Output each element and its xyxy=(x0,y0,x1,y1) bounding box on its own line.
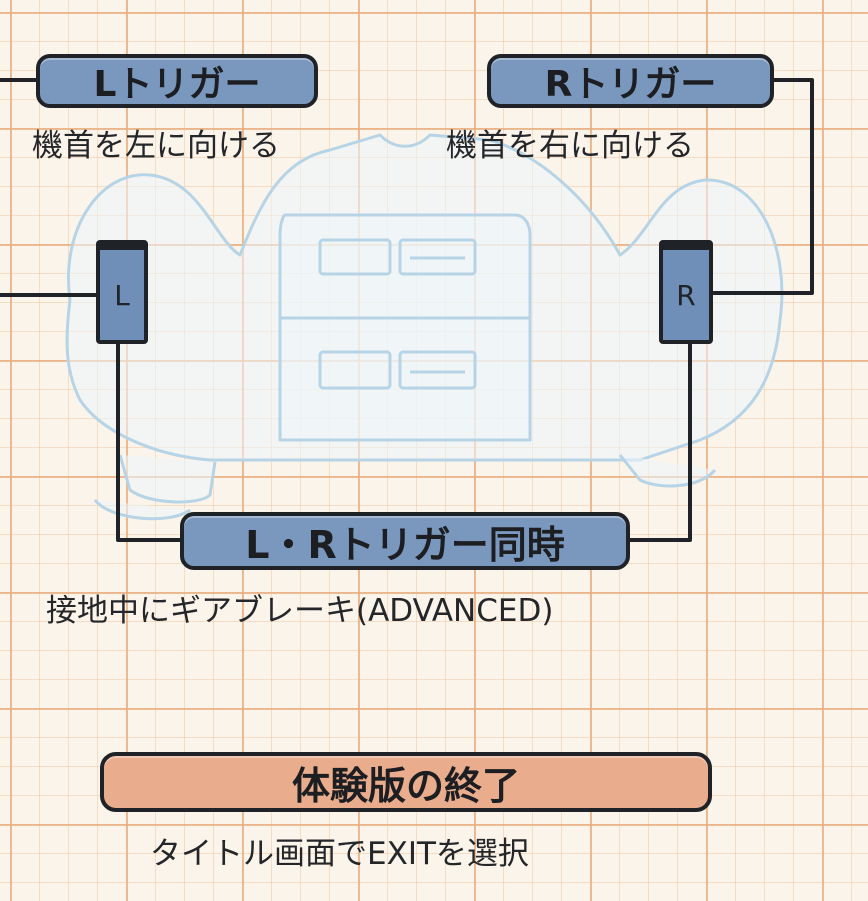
r-trigger-text: Rトリガー xyxy=(544,64,717,105)
l-button-text: L xyxy=(114,278,130,312)
l-trigger-label: Lトリガー xyxy=(36,54,318,108)
l-trigger-text: Lトリガー xyxy=(93,64,261,105)
r-trigger-label: Rトリガー xyxy=(487,54,774,108)
lr-trigger-description: 接地中にギアブレーキ(ADVANCED) xyxy=(46,593,554,629)
r-button-text: R xyxy=(676,278,696,312)
l-trigger-description: 機首を左に向ける xyxy=(32,128,280,164)
r-button: R xyxy=(659,240,713,344)
l-button: L xyxy=(96,240,148,344)
lr-trigger-label: L・Rトリガー同時 xyxy=(180,512,630,570)
end-trial-text: 体験版の終了 xyxy=(291,763,520,808)
end-trial-description: タイトル画面でEXITを選択 xyxy=(150,836,529,872)
lr-trigger-text: L・Rトリガー同時 xyxy=(245,522,565,567)
end-trial-label: 体験版の終了 xyxy=(100,752,712,812)
r-trigger-description: 機首を右に向ける xyxy=(446,128,694,164)
